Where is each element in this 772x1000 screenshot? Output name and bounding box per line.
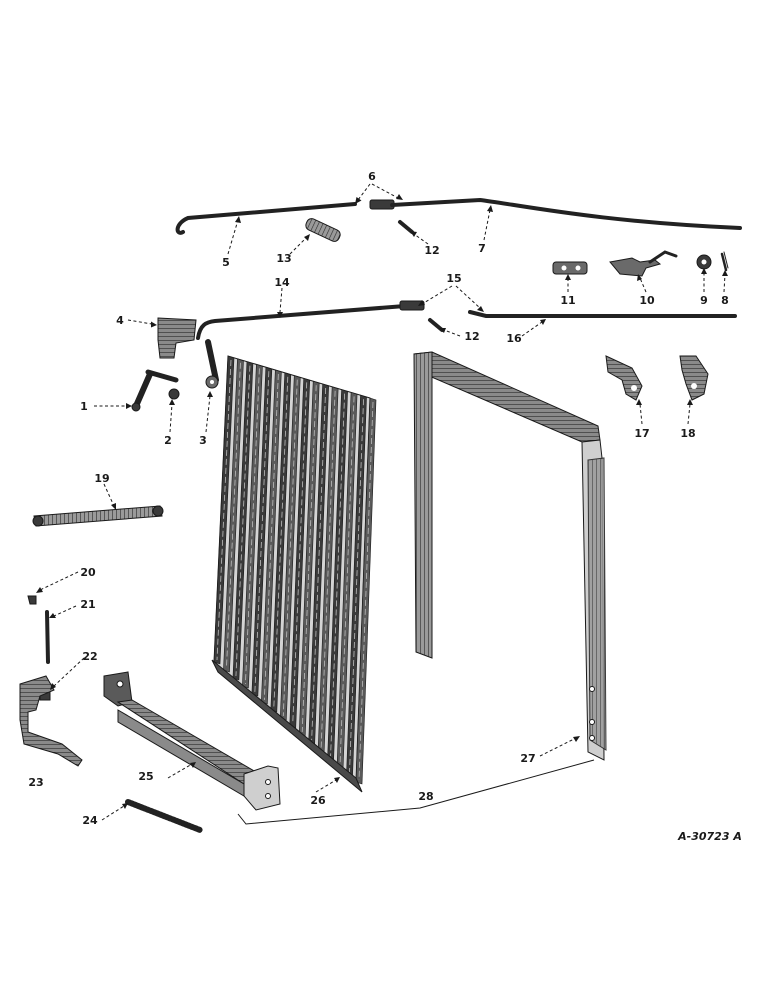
- shutter-slat-highlight: [349, 399, 364, 773]
- callout-10: 10: [639, 294, 655, 307]
- callout-6: 6: [368, 170, 376, 183]
- callout-21: 21: [80, 598, 95, 611]
- callout-2: 2: [164, 434, 172, 447]
- callout-23: 23: [28, 776, 43, 789]
- shutter-slat-highlight: [216, 359, 232, 661]
- callout-18: 18: [680, 427, 695, 440]
- shutter-slat-highlight: [245, 368, 260, 685]
- part-20-key: [27, 595, 37, 605]
- part-11-clevis: [552, 261, 588, 275]
- callout-1: 1: [80, 400, 88, 413]
- callout-27: 27: [520, 752, 535, 765]
- callout-20: 20: [80, 566, 96, 579]
- part-24-spring: [125, 799, 203, 833]
- callout-8: 8: [721, 294, 729, 307]
- part-9-washer: [696, 254, 712, 270]
- shutter-slat-highlight: [226, 362, 241, 669]
- callout-25: 25: [138, 770, 153, 783]
- part-23-lever: [19, 675, 83, 767]
- shutter-slat-highlight: [339, 396, 355, 765]
- part-18-bracket: [679, 355, 709, 401]
- part-25-bracket: [103, 671, 281, 811]
- part-21-rod: [45, 610, 50, 664]
- part-12-pin-upper: [398, 220, 414, 234]
- callout-16: 16: [506, 332, 522, 345]
- callout-3: 3: [199, 434, 207, 447]
- reference-code: A-30723 A: [677, 830, 742, 843]
- part-26-shutter-assembly: [211, 355, 377, 793]
- callout-11: 11: [560, 294, 575, 307]
- shutter-slats: [213, 355, 377, 785]
- callout-5: 5: [222, 256, 230, 269]
- shutter-slat: [213, 355, 235, 665]
- shutter-slat-highlight: [301, 385, 317, 733]
- shutter-slat-highlight: [311, 387, 327, 741]
- part-5-rod: [175, 202, 357, 235]
- part-13-roller: [305, 218, 341, 242]
- shutter-slat-highlight: [292, 382, 308, 725]
- shutter-slat: [223, 358, 244, 673]
- shutter-slat-highlight: [358, 401, 374, 781]
- callout-24: 24: [82, 814, 98, 827]
- part-16-rod: [468, 310, 737, 318]
- part-27-frame: [413, 351, 607, 761]
- callout-17: 17: [634, 427, 649, 440]
- callout-26: 26: [310, 794, 326, 807]
- callout-9: 9: [700, 294, 708, 307]
- assembly-28-bracket: [237, 759, 595, 825]
- part-10-latch: [609, 250, 678, 277]
- part-3-arm: [205, 339, 219, 389]
- callout-28: 28: [418, 790, 433, 803]
- part-17-bracket: [605, 355, 643, 401]
- callout-15: 15: [446, 272, 461, 285]
- shutter-slat-highlight: [282, 379, 298, 717]
- shutter-slat: [251, 366, 273, 697]
- part-8-cotter-pin: [720, 251, 729, 272]
- callout-14: 14: [274, 276, 290, 289]
- callout-7: 7: [478, 242, 486, 255]
- part-7-rod: [369, 197, 742, 230]
- shutter-slat-highlight: [263, 373, 279, 701]
- callout-12-lower: 12: [464, 330, 479, 343]
- callout-13: 13: [276, 252, 291, 265]
- leader-lines: [36, 183, 728, 821]
- shutter-slat-highlight: [330, 393, 345, 757]
- part-4-bracket: [157, 317, 197, 359]
- part-19-shaft: [32, 505, 164, 527]
- shutter-slat: [279, 375, 301, 721]
- callout-4: 4: [116, 314, 124, 327]
- part-14-rod: [196, 300, 425, 340]
- part-1-crank: [131, 369, 179, 412]
- part-2-nut: [168, 388, 180, 400]
- shutter-slat-highlight: [273, 376, 289, 709]
- shutter-slat-highlight: [235, 365, 251, 677]
- callout-19: 19: [94, 472, 109, 485]
- callout-12-upper: 12: [424, 244, 439, 257]
- callout-22: 22: [82, 650, 97, 663]
- callout-labels: 1 2 3 4 5 6 7 8 9 10 11 12 12 13 14 15 1…: [28, 170, 728, 827]
- shutter-slat-highlight: [320, 390, 336, 749]
